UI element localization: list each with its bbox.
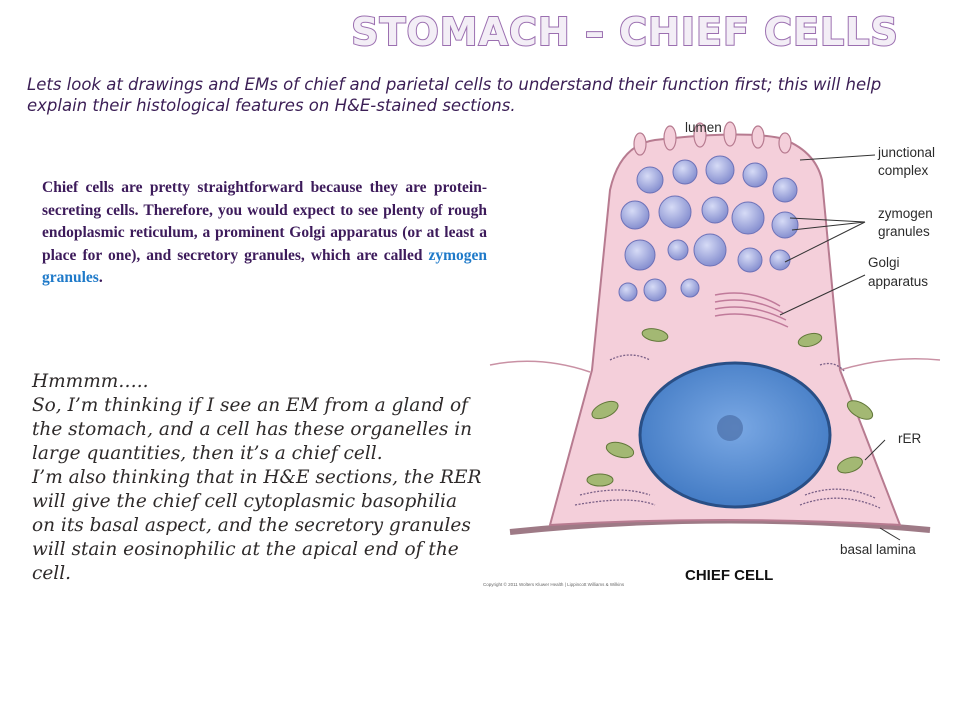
- golgi-apparatus: [714, 292, 789, 328]
- diagram-caption: CHIEF CELL: [685, 567, 773, 584]
- label-junctional-2: complex: [878, 163, 929, 178]
- label-rer: rER: [898, 431, 922, 446]
- label-golgi-1: Golgi: [868, 255, 900, 270]
- chief-cell-description: Chief cells are pretty straightforward b…: [42, 177, 487, 290]
- intro-text: Lets look at drawings and EMs of chief a…: [27, 75, 882, 115]
- rough-er: [574, 354, 881, 509]
- label-golgi-2: apparatus: [868, 274, 928, 289]
- thinking-line-1: Hmmmm…..: [32, 371, 149, 392]
- chief-cell-diagram: lumen junctional complex zymogen granule…: [483, 120, 941, 587]
- chief-description-end: .: [98, 269, 103, 286]
- copyright-text: Copyright © 2011 Wolters Kluwer Health |…: [483, 581, 625, 587]
- thinking-notes: Hmmmm….. So, I’m thinking if I see an EM…: [32, 370, 482, 586]
- label-zymogen-1: zymogen: [878, 206, 933, 221]
- microvilli: [633, 121, 792, 156]
- nucleolus: [717, 415, 743, 441]
- label-lumen: lumen: [685, 120, 722, 135]
- page-title-text: STOMACH – CHIEF CELLS: [350, 9, 899, 55]
- leader-lines: [779, 154, 901, 541]
- thinking-line-3: I’m also thinking that in H&E sections, …: [32, 467, 482, 584]
- page-title: STOMACH – CHIEF CELLS: [0, 9, 960, 55]
- thinking-line-2: So, I’m thinking if I see an EM from a g…: [32, 395, 473, 464]
- zymogen-keyword: zymogen granules: [42, 246, 487, 287]
- chief-description-text: Chief cells are pretty straightforward b…: [42, 179, 487, 264]
- mitochondria: [586, 328, 874, 487]
- label-zymogen-2: granules: [878, 224, 930, 239]
- zymogen-granules: [618, 155, 799, 302]
- label-basal-lamina: basal lamina: [840, 542, 916, 557]
- label-junctional-1: junctional: [877, 145, 935, 160]
